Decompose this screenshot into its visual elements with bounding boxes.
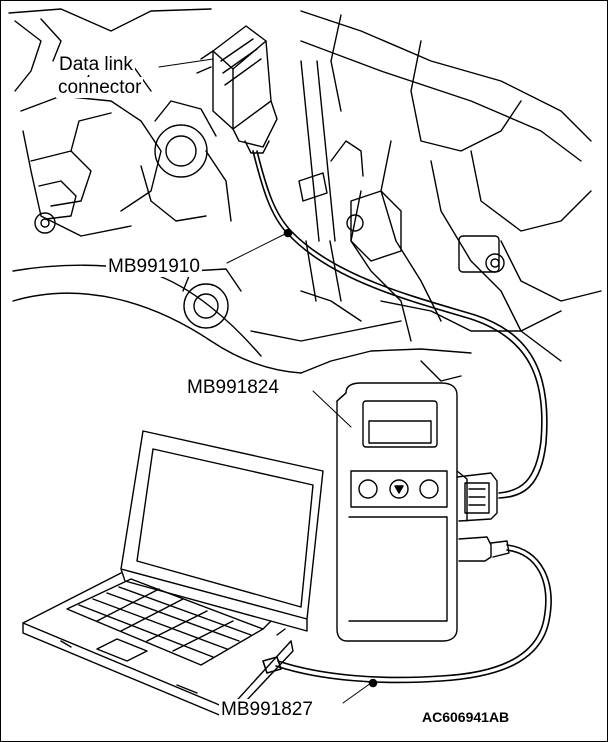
data-link-connector-label-line1: Data link [57, 54, 135, 75]
cable-mb991827 [262, 544, 552, 688]
data-link-connector-label-line2: connector [56, 77, 144, 98]
figure-code: AC606941AB [422, 709, 510, 725]
leader-lines [158, 58, 372, 704]
dashboard-background [8, 8, 602, 382]
vci-mb991824-label: MB991824 [185, 377, 281, 398]
cable-mb991910-label: MB991910 [106, 256, 202, 277]
laptop [22, 430, 324, 720]
vci-unit [336, 382, 510, 642]
cable-mb991910 [252, 150, 548, 499]
data-link-connector [196, 25, 278, 154]
cable-mb991827-label: MB991827 [219, 699, 315, 720]
